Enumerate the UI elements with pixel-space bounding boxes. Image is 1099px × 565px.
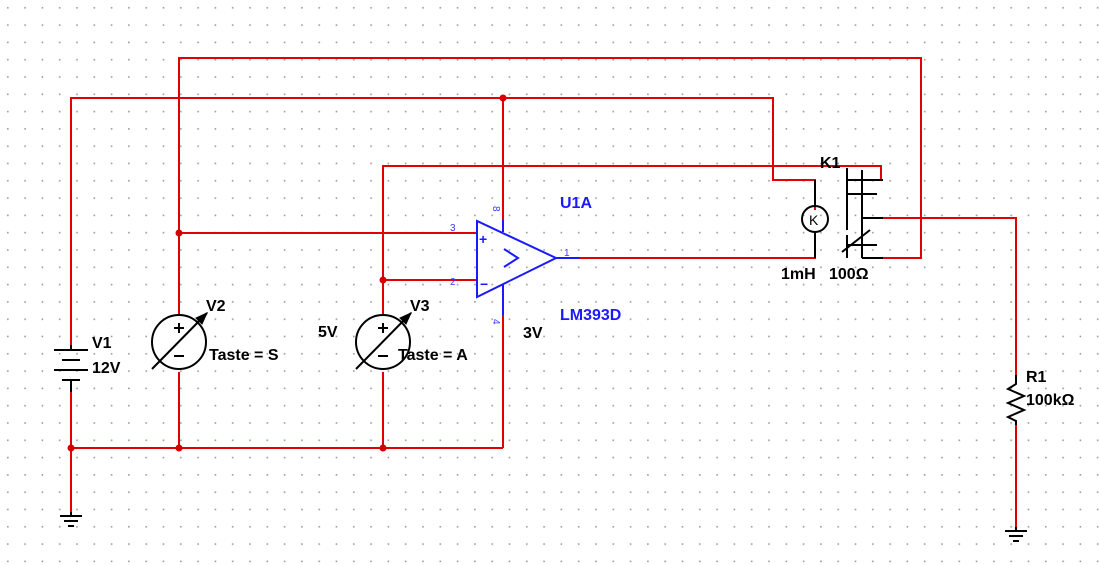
pin-out: 1 xyxy=(564,248,570,259)
opamp-minus-sign: − xyxy=(480,276,488,292)
pin-in-plus: 3 xyxy=(450,223,456,234)
opamp-name: U1A xyxy=(560,195,592,212)
opamp-note: 3V xyxy=(523,325,543,342)
v2-name: V2 xyxy=(206,298,226,315)
pin-gnd: 4 xyxy=(490,319,501,325)
junctions xyxy=(67,94,507,452)
v1-value: 12V xyxy=(92,360,121,377)
opamp-icon xyxy=(476,219,580,315)
relay-name: K1 xyxy=(820,155,841,172)
resistor-icon xyxy=(1005,375,1027,425)
pin-in-minus: 2 xyxy=(450,277,456,288)
v1-name: V1 xyxy=(92,335,112,352)
wire-top-loop[interactable] xyxy=(178,57,922,259)
resistor-value: 100kΩ xyxy=(1026,392,1075,409)
voltmeter-icon xyxy=(355,311,413,370)
opamp-u1a[interactable]: + − 3 2 8 4 1 U1A LM393D 3V xyxy=(450,195,621,342)
wires xyxy=(70,57,1017,527)
resistor-name: R1 xyxy=(1026,369,1047,386)
voltmeter-icon xyxy=(151,311,209,370)
relay-coil-letter: K xyxy=(809,212,819,228)
relay-icon: K xyxy=(801,168,883,259)
junction-dot xyxy=(379,276,387,284)
relay-resistance: 100Ω xyxy=(829,266,869,283)
battery-icon xyxy=(54,345,88,392)
v3-key: Taste = A xyxy=(398,347,468,364)
source-v3[interactable]: V3 5V Taste = A xyxy=(318,298,468,370)
junction-dot xyxy=(379,444,387,452)
relay-inductance: 1mH xyxy=(781,266,816,283)
ground-icon xyxy=(1005,527,1027,542)
v2-key: Taste = S xyxy=(209,347,279,364)
opamp-plus-sign: + xyxy=(479,231,487,247)
junction-dot xyxy=(499,94,507,102)
junction-dot xyxy=(67,444,75,452)
junction-dot xyxy=(175,229,183,237)
v3-name: V3 xyxy=(410,298,430,315)
pin-vcc: 8 xyxy=(490,206,501,212)
ground-icon xyxy=(60,512,82,527)
source-v2[interactable]: V2 Taste = S xyxy=(151,298,279,370)
relay-k1[interactable]: K K1 1mH 100Ω xyxy=(781,155,883,283)
wire-relay-com[interactable] xyxy=(862,217,1017,375)
resistor-r1[interactable]: R1 100kΩ xyxy=(1005,369,1075,425)
opamp-part: LM393D xyxy=(560,307,621,324)
battery-v1[interactable]: V1 12V xyxy=(54,335,121,392)
junction-dot xyxy=(175,444,183,452)
v3-value: 5V xyxy=(318,324,338,341)
